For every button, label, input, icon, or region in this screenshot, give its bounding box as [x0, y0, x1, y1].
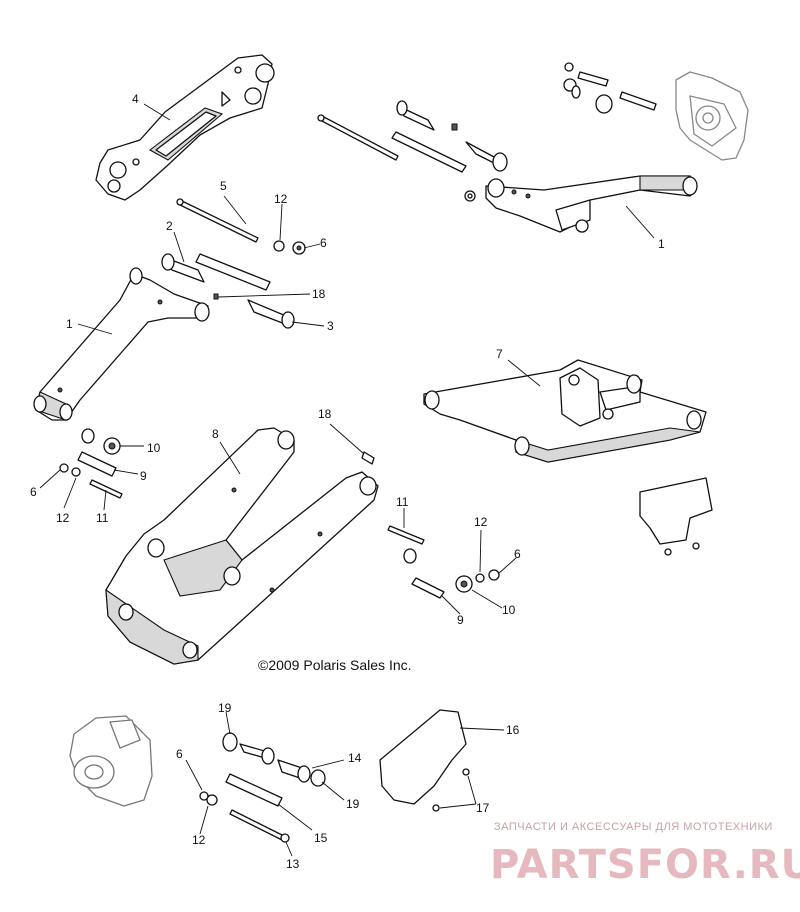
part-8-swing-arm: [105, 427, 379, 665]
callout-12-right: 12: [474, 515, 488, 529]
front-knuckle-bottom-left: [69, 715, 153, 807]
callout-6: 6: [320, 236, 327, 250]
callout-1-left: 1: [66, 317, 73, 331]
right-hardware: [387, 525, 500, 599]
callout-13: 13: [286, 857, 300, 871]
callout-11-right: 11: [396, 495, 409, 509]
callout-12: 12: [274, 192, 288, 206]
callout-11-left: 11: [96, 511, 109, 525]
callout-18: 18: [312, 287, 326, 301]
part-7-subframe: [423, 359, 707, 463]
callout-2: 2: [166, 219, 173, 233]
watermark-brand: PARTSFOR.RU: [490, 842, 800, 888]
copyright-text: ©2009 Polaris Sales Inc.: [258, 657, 412, 673]
bottom-hardware: [199, 732, 326, 843]
guard-plate-small: [639, 477, 713, 556]
part-1-control-arm-right: [485, 175, 698, 233]
callout-7: 7: [496, 347, 503, 361]
part-1-control-arm-left: [33, 267, 210, 421]
callout-14: 14: [348, 751, 362, 765]
callout-17: 17: [476, 801, 490, 815]
callout-4: 4: [132, 92, 139, 106]
top-right-hardware: [563, 62, 657, 114]
grease-fitting-18: [361, 451, 375, 465]
callout-12-left: 12: [56, 511, 70, 525]
callout-15: 15: [314, 831, 328, 845]
callout-19-bottom: 19: [346, 797, 360, 811]
callout-6-right: 6: [514, 547, 521, 561]
callout-3: 3: [327, 319, 334, 333]
callout-19-top: 19: [218, 701, 232, 715]
callout-8: 8: [212, 427, 219, 441]
upper-shaft-assembly: [317, 100, 508, 202]
part-16-guard-plate: [379, 709, 470, 812]
callout-10-right: 10: [502, 603, 516, 617]
watermark-tagline: ЗАПЧАСТИ И АКСЕССУАРЫ ДЛЯ МОТОТЕХНИКИ: [494, 821, 773, 833]
callout-6-left: 6: [30, 485, 37, 499]
left-hardware: [59, 428, 123, 499]
callout-18-right: 18: [318, 407, 332, 421]
callout-9-left: 9: [140, 469, 147, 483]
rear-knuckle-top-right: [675, 71, 749, 161]
leader-lines: [39, 103, 655, 857]
left-shafts: [161, 198, 306, 329]
watermark: ЗАПЧАСТИ И АКСЕССУАРЫ ДЛЯ МОТОТЕХНИКИ PA…: [490, 821, 800, 888]
callout-10-left: 10: [147, 441, 161, 455]
callout-5: 5: [220, 179, 227, 193]
callout-12-bottom: 12: [192, 833, 206, 847]
callout-9-right: 9: [457, 613, 464, 627]
callout-1-right: 1: [658, 237, 665, 251]
part-4-bracket-plate: [95, 54, 275, 201]
callout-6-bottom: 6: [176, 747, 183, 761]
callout-labels: 4 5 12 6 2 18 3 1 1 7 10 9 6 12 11 8 18 …: [30, 92, 665, 871]
callout-16: 16: [506, 723, 520, 737]
